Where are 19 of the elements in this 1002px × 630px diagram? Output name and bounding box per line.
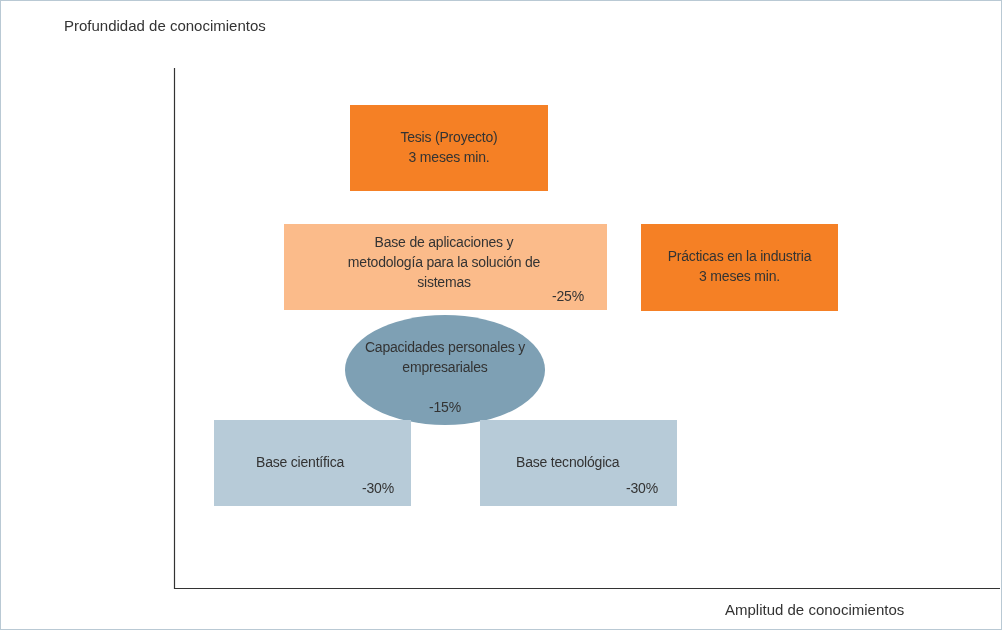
process-box (350, 105, 548, 191)
process-box (214, 420, 411, 506)
duration-text: 3 meses min. (698, 267, 781, 286)
percentage-text: -15% (428, 398, 462, 417)
axis-label: Profundidad de conocimientos (64, 17, 266, 34)
node-label: Base científica (256, 453, 346, 472)
node-label: Prácticas en la industria (666, 247, 813, 266)
process-box (641, 224, 838, 311)
duration-text: 3 meses min. (407, 148, 491, 167)
axis-label: Amplitud de conocimientos (725, 601, 905, 618)
process-box (284, 224, 607, 310)
process-box (480, 420, 677, 506)
node-label: Tesis (Proyecto) (399, 128, 499, 147)
node-label: Base de aplicaciones y metodología para la solución de sistemas (346, 233, 542, 292)
percentage-text: -25% (552, 287, 585, 306)
percentage-text: -30% (362, 479, 395, 498)
percentage-text: -30% (626, 479, 659, 498)
node-label: Capacidades personales y empresariales (363, 338, 527, 377)
node-label: Base tecnológica (516, 453, 621, 472)
